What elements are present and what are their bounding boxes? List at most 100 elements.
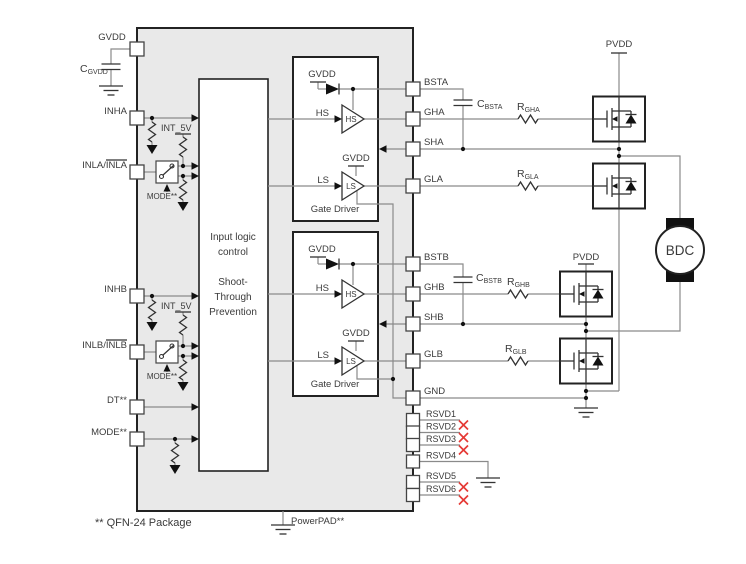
gate-driver-title: Gate Driver bbox=[311, 379, 360, 390]
pin-rsvd4-label: RSVD4 bbox=[426, 451, 456, 461]
ls-buffer-a bbox=[341, 170, 366, 202]
int5v-label: INT_5V bbox=[161, 123, 192, 133]
pin-inla bbox=[129, 164, 145, 180]
pin-bsta bbox=[405, 81, 421, 97]
mode-switch-label: MODE** bbox=[147, 372, 177, 381]
pin-glb-label: GLB bbox=[424, 349, 443, 360]
pin-gvdd bbox=[129, 41, 145, 57]
mosfet-a-low bbox=[592, 162, 646, 210]
gvdd-label: GVDD bbox=[308, 69, 336, 80]
pin-gnd bbox=[405, 390, 421, 406]
hs-buffer-a bbox=[341, 103, 366, 135]
dt-mode-inputs bbox=[144, 403, 199, 474]
no-connect-x-icon bbox=[458, 432, 469, 443]
gate-driver-a: GVDD HS HS GVDD LS LS Gate Driver bbox=[268, 56, 406, 379]
input-network-b: INT_5V MODE** bbox=[144, 292, 199, 391]
no-connect-x-icon bbox=[458, 419, 469, 431]
pin-rsvd1 bbox=[405, 412, 421, 428]
pin-inhb-label: INHB bbox=[104, 284, 127, 295]
gvdd-label: GVDD bbox=[342, 153, 370, 164]
pin-rsvd4 bbox=[405, 454, 421, 469]
pin-ghb-label: GHB bbox=[424, 282, 445, 293]
cbstb-capacitor: CBSTB bbox=[452, 272, 502, 327]
no-connect-x-icon bbox=[458, 481, 469, 493]
bdc-motor: BDC bbox=[655, 218, 705, 282]
power-ground-earth-icon bbox=[573, 407, 599, 418]
pin-mode-label: MODE** bbox=[91, 427, 127, 438]
pin-gha-label: GHA bbox=[424, 107, 445, 118]
input-logic-block: Input logic control Shoot- Through Preve… bbox=[198, 78, 269, 472]
pin-rsvd1-label: RSVD1 bbox=[426, 409, 456, 419]
rgla-resistor: RGLA bbox=[517, 168, 539, 191]
pin-bsta-label: BSTA bbox=[424, 77, 449, 88]
pin-bstb bbox=[405, 256, 421, 272]
pin-dt bbox=[129, 399, 145, 415]
ls-input-label: LS bbox=[317, 350, 329, 361]
pin-glb bbox=[405, 353, 421, 369]
pin-rsvd3 bbox=[405, 437, 421, 453]
logic-text-3: Shoot- bbox=[218, 277, 247, 288]
hs-buffer-label: HS bbox=[345, 290, 356, 299]
logic-text-1: Input logic bbox=[210, 232, 256, 243]
right-pins: BSTA GHA SHA GLA BSTB GHB SHB GLB GND RS… bbox=[405, 77, 456, 503]
pin-gha bbox=[405, 111, 421, 127]
logic-text-5: Prevention bbox=[209, 307, 257, 318]
bootstrap-diode-icon bbox=[326, 258, 339, 270]
gvdd-label: GVDD bbox=[342, 328, 370, 339]
pin-bstb-label: BSTB bbox=[424, 252, 449, 263]
pin-gnd-label: GND bbox=[424, 386, 445, 397]
pin-inhb bbox=[129, 288, 145, 304]
rsvd-no-connects bbox=[458, 419, 501, 506]
rgha-label: RGHA bbox=[517, 101, 540, 114]
gvdd-label: GVDD bbox=[308, 244, 336, 255]
ls-buffer-label: LS bbox=[346, 182, 356, 191]
pin-rsvd6 bbox=[405, 487, 421, 503]
hs-buffer-label: HS bbox=[345, 115, 356, 124]
int5v-label: INT_5V bbox=[161, 301, 192, 311]
cbstb-label: CBSTB bbox=[476, 272, 502, 285]
mode-switch-label: MODE** bbox=[147, 192, 177, 201]
cgvdd-label: CGVDD bbox=[80, 63, 108, 76]
pin-rsvd5 bbox=[405, 474, 421, 490]
bdc-label: BDC bbox=[666, 243, 695, 258]
bootstrap-diode-icon bbox=[326, 83, 339, 95]
pin-inla-label: INLA/INLA bbox=[82, 160, 128, 171]
ls-buffer-label: LS bbox=[346, 357, 356, 366]
pin-sha bbox=[405, 141, 421, 157]
pvdd-label: PVDD bbox=[606, 39, 633, 50]
pin-rsvd3-label: RSVD3 bbox=[426, 434, 456, 444]
gate-driver-b: GVDD HS HS GVDD LS LS Gate Driver bbox=[268, 231, 406, 399]
cgvdd-capacitor: CGVDD bbox=[80, 63, 124, 96]
pin-ghb bbox=[405, 286, 421, 302]
gate-driver-title: Gate Driver bbox=[311, 204, 360, 215]
powerpad-label: PowerPAD** bbox=[291, 516, 344, 527]
rglb-label: RGLB bbox=[505, 343, 527, 356]
pin-gla bbox=[405, 178, 421, 194]
pin-inha bbox=[129, 110, 145, 126]
pin-inlb bbox=[129, 344, 145, 360]
pin-rsvd2-label: RSVD2 bbox=[426, 422, 456, 432]
ls-buffer-b bbox=[341, 345, 366, 377]
pin-inha-label: INHA bbox=[104, 106, 127, 117]
mosfet-b-high bbox=[559, 270, 613, 318]
left-pins: GVDD INHA INLA/INLA INHB INLB/INLB DT** … bbox=[82, 32, 145, 447]
cbsta-label: CBSTA bbox=[477, 98, 503, 111]
no-connect-x-icon bbox=[458, 494, 469, 506]
pin-gla-label: GLA bbox=[424, 174, 444, 185]
powerpad-ground: PowerPAD** bbox=[270, 516, 344, 535]
hs-input-label: HS bbox=[316, 108, 329, 119]
hs-buffer-b bbox=[341, 278, 366, 310]
pin-rsvd6-label: RSVD6 bbox=[426, 484, 456, 494]
pvdd-label: PVDD bbox=[573, 252, 600, 263]
pin-dt-label: DT** bbox=[107, 395, 127, 406]
logic-text-4: Through bbox=[214, 292, 251, 303]
rglb-resistor: RGLB bbox=[505, 343, 529, 366]
rgha-resistor: RGHA bbox=[517, 101, 540, 124]
logic-text-2: control bbox=[218, 247, 248, 258]
pin-rsvd2 bbox=[405, 425, 421, 440]
mosfet-a-high bbox=[592, 95, 646, 143]
mode-select-switch bbox=[155, 160, 179, 184]
rghb-label: RGHB bbox=[507, 276, 530, 289]
cbsta-capacitor: CBSTA bbox=[452, 98, 503, 152]
